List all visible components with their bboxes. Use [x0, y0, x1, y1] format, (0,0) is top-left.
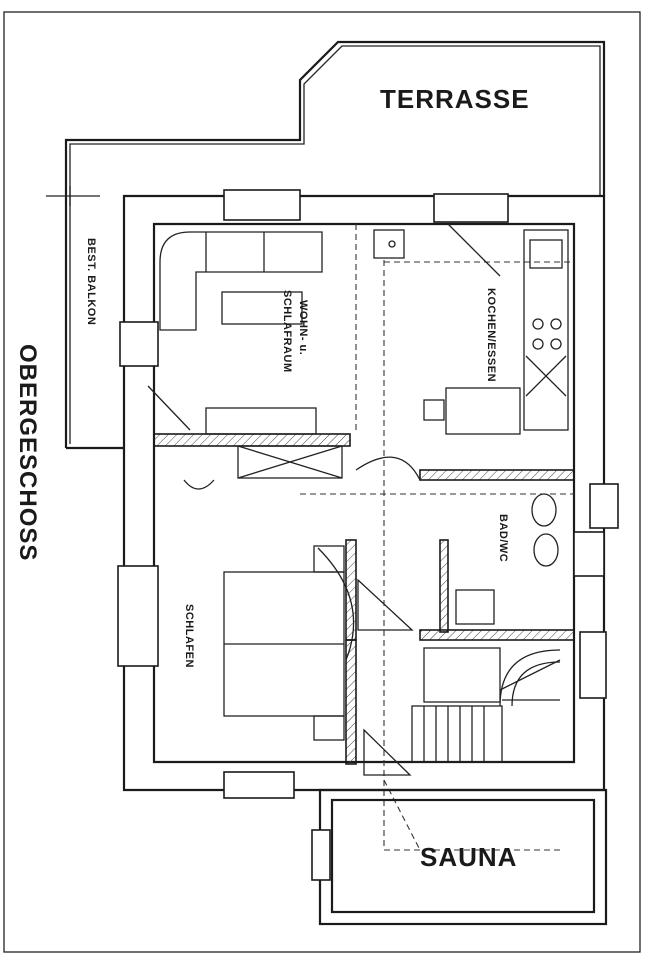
toilet	[531, 493, 557, 527]
dash-diag	[383, 779, 421, 851]
window-top-2	[433, 193, 509, 223]
terrace-outline	[64, 40, 606, 448]
window-top-1	[223, 189, 301, 221]
stove-burner-4	[550, 338, 562, 350]
storage-x2	[237, 445, 343, 479]
stove-burner-3	[532, 338, 544, 350]
dining-chair	[423, 399, 445, 421]
storage-cabinet	[237, 445, 343, 479]
kitchen-sink	[529, 239, 563, 269]
door-swing-kochen	[447, 223, 501, 277]
counter-x2	[525, 355, 567, 397]
page-frame	[3, 11, 641, 953]
door-arc-stair	[357, 578, 414, 631]
door-swing-wohn	[147, 385, 191, 431]
title-label: OBERGESCHOSS	[14, 344, 41, 561]
bad-label: BAD/WC	[497, 514, 509, 562]
sofa	[159, 231, 323, 331]
window-right-2	[573, 531, 605, 577]
sauna-label: SAUNA	[420, 842, 517, 872]
stove-burner-1	[532, 318, 544, 330]
stove-burner-2	[550, 318, 562, 330]
door-arc-schlafen	[183, 479, 215, 490]
window-left-1	[119, 321, 159, 367]
chimney-dot	[388, 240, 396, 248]
washbasin	[533, 533, 559, 567]
wall-kochen-bad	[419, 469, 575, 481]
wohn-label-2: SCHLAFRAUM	[281, 290, 293, 373]
wall-wohn-schlafen	[153, 433, 351, 447]
window-left-2	[117, 565, 159, 667]
door-arc-hall	[355, 456, 421, 481]
outer-wall-inner	[152, 222, 576, 764]
balkon-label: BEST. BALKON	[85, 238, 97, 325]
dining-table	[445, 387, 521, 435]
kochen-label: KOCHEN/ESSEN	[485, 288, 497, 382]
wall-flur-stair	[345, 639, 357, 765]
bed-pillow-1	[313, 545, 345, 573]
sauna-window	[311, 829, 331, 881]
wall-bad-left	[439, 539, 449, 633]
terrasse-label: TERRASSE	[380, 84, 530, 114]
door-arc-sauna	[363, 728, 412, 776]
staircase	[411, 647, 561, 763]
window-right-3	[579, 631, 607, 699]
sauna-inner	[330, 798, 596, 914]
wohn-label-1: WOHN- u.	[297, 300, 309, 355]
wall-bad-stair	[419, 629, 575, 641]
sofa-table	[221, 291, 303, 325]
window-bottom	[223, 771, 295, 799]
kitchen-counter	[523, 229, 569, 431]
shower	[455, 589, 495, 625]
bed-pillow-2	[313, 715, 345, 741]
terrace-outline-inner	[69, 45, 601, 444]
schlafen-label: SCHLAFEN	[183, 604, 195, 668]
door-arc-flur	[317, 547, 355, 661]
chimney	[373, 229, 405, 259]
desk	[205, 407, 317, 435]
window-right-1	[589, 483, 619, 529]
